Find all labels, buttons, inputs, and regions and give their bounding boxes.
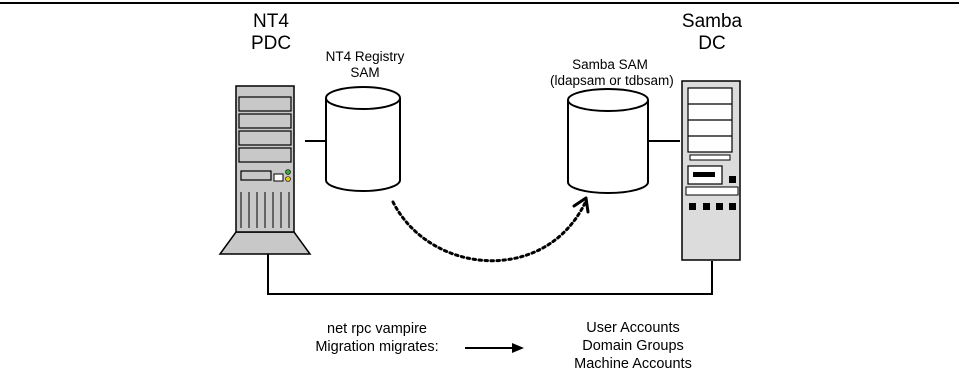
migrated-item-domain-groups: Domain Groups — [582, 338, 684, 354]
samba-dc-server-icon — [681, 80, 741, 261]
nt4-pdc-server-icon — [218, 85, 312, 255]
nt4-pdc-line2: PDC — [250, 33, 292, 54]
migration-line2: Migration migrates: — [315, 339, 439, 355]
network-cables — [267, 140, 713, 295]
migration-dotted-arrow — [391, 196, 590, 263]
samba-sam-line1: Samba SAM — [572, 57, 648, 72]
samba-dc-line1: Samba — [681, 11, 743, 32]
nt4-registry-label: NT4 Registry SAM — [320, 49, 410, 81]
migrated-items-list: User Accounts Domain Groups Machine Acco… — [560, 319, 706, 373]
nt4-registry-line1: NT4 Registry — [325, 49, 405, 64]
nt4-pdc-line1: NT4 — [253, 11, 289, 32]
samba-dc-line2: DC — [698, 33, 726, 54]
migration-line1: net rpc vampire — [327, 321, 427, 337]
migration-description: net rpc vampire Migration migrates: — [300, 320, 454, 356]
nt4-pdc-label: NT4 PDC — [246, 11, 296, 55]
samba-sam-database-icon — [567, 88, 649, 194]
samba-dc-label: Samba DC — [680, 11, 744, 55]
samba-sam-line2: (ldapsam or tdbsam) — [550, 73, 674, 88]
migrated-item-machine-accounts: Machine Accounts — [574, 356, 692, 372]
migrated-item-user-accounts: User Accounts — [586, 320, 680, 336]
nt4-registry-database-icon — [325, 86, 401, 192]
samba-sam-label: Samba SAM (ldapsam or tdbsam) — [550, 57, 674, 89]
nt4-registry-line2: SAM — [350, 65, 380, 80]
